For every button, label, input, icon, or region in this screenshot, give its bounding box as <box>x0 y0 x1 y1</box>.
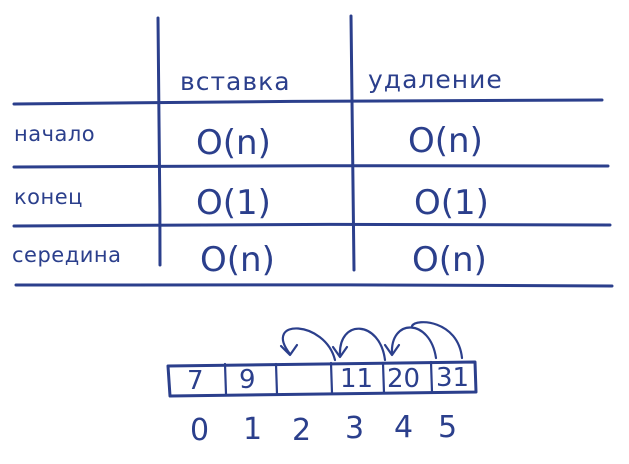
table-grid <box>12 14 614 288</box>
row-label-middle: середина <box>12 243 121 267</box>
array-divider-5 <box>429 360 434 394</box>
shift-arrow-3-head <box>383 343 401 357</box>
array-divider-3 <box>329 361 334 395</box>
cell-middle-insert: O(n) <box>200 240 275 280</box>
grid-horizontal-line-header <box>12 98 604 106</box>
array-box-outline <box>166 360 478 398</box>
grid-vertical-line-2 <box>349 14 356 272</box>
grid-horizontal-line-row2 <box>12 222 612 228</box>
array-index-4: 4 <box>394 410 413 445</box>
row-label-end: конец <box>14 185 83 209</box>
grid-horizontal-line-row1 <box>12 164 610 169</box>
cell-end-delete: O(1) <box>414 183 489 223</box>
row-label-begin: начало <box>14 122 95 146</box>
header-insert: вставка <box>180 67 291 96</box>
array-index-1: 1 <box>243 412 262 447</box>
array-index-2: 2 <box>292 413 311 448</box>
shift-arrow-2-head <box>331 345 349 359</box>
header-delete: удаление <box>368 65 503 94</box>
cell-begin-delete: O(n) <box>408 121 483 161</box>
cell-end-insert: O(1) <box>196 183 271 223</box>
cell-middle-delete: O(n) <box>412 240 487 280</box>
array-divider-4 <box>381 361 386 395</box>
array-cell-0: 7 <box>187 366 204 396</box>
shift-arrow-1 <box>281 327 337 362</box>
shift-arrow-4 <box>410 321 464 360</box>
array-cell-4: 20 <box>387 364 420 394</box>
array-divider-2 <box>274 362 279 396</box>
shift-arrow-1-head <box>279 343 299 357</box>
shift-arrows <box>279 321 464 362</box>
array-divider-1 <box>223 362 228 396</box>
grid-vertical-line-1 <box>156 16 162 267</box>
array-cell-5: 31 <box>436 363 469 393</box>
array-index-5: 5 <box>438 410 457 445</box>
cell-begin-insert: O(n) <box>196 123 271 163</box>
grid-horizontal-line-bottom <box>14 283 614 288</box>
shift-arrow-3 <box>390 326 438 360</box>
array-box <box>166 360 478 398</box>
array-cell-1: 9 <box>239 365 256 395</box>
shift-arrow-2 <box>338 327 387 362</box>
array-cell-3: 11 <box>340 364 373 394</box>
array-index-3: 3 <box>345 411 364 446</box>
array-index-0: 0 <box>190 413 209 448</box>
